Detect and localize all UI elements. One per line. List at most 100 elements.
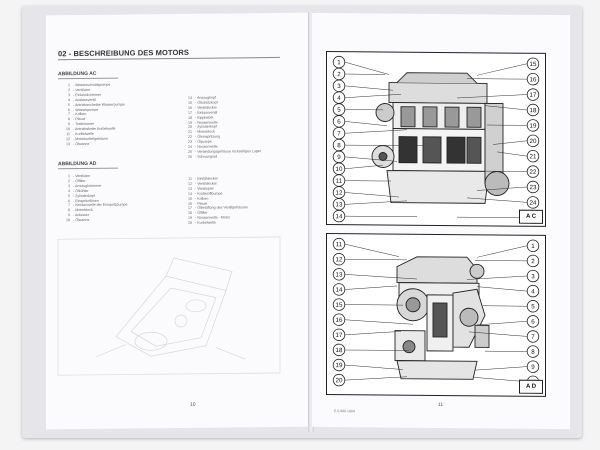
callout-circle <box>332 237 346 251</box>
callout-leader-line <box>468 331 528 337</box>
callout-circle <box>332 283 346 296</box>
callout-circle <box>526 150 540 163</box>
callout-number: 2 <box>337 71 341 78</box>
callout-leader-line <box>344 129 408 134</box>
callout-leader-line <box>345 304 403 306</box>
callout-circle <box>526 284 540 298</box>
callout-circle <box>526 360 540 373</box>
callout-number: 1 <box>531 243 535 250</box>
legend-item-number: 13 <box>66 142 70 147</box>
legend-item-text: - Kurbelwelle <box>195 220 216 225</box>
book-spine <box>308 12 314 432</box>
callout-circle <box>526 315 540 328</box>
callout-circle <box>526 103 540 117</box>
callout-leader-line <box>344 192 400 198</box>
callout-number: 9 <box>531 364 535 371</box>
callout-circle <box>332 373 346 387</box>
legend-item-text: - Verbindungsgehäuse rückseitiges Lager <box>195 149 262 154</box>
legend-item-text: - Einlassventil <box>195 110 218 115</box>
callout-number: 2 <box>531 258 535 265</box>
legend-item-text: - Pleuel <box>195 201 208 206</box>
callout-number: 7 <box>337 130 341 137</box>
callout-circle <box>526 345 540 358</box>
callout-number: 3 <box>531 273 535 280</box>
legend-item-text: - Kipphebel <box>195 115 214 120</box>
callout-leader-line <box>457 216 527 219</box>
legend-item-text: - Ölbelüftung des Ventilgehäuses <box>195 205 248 211</box>
callout-circle <box>332 268 346 281</box>
callout-number: 4 <box>531 288 535 295</box>
figure-ac-tag: A C <box>519 209 543 224</box>
callout-number: 8 <box>531 349 535 356</box>
legend-item-text: - Ölfilter <box>195 211 208 216</box>
legend-item-text: - Ölschlitzkopf <box>195 100 218 105</box>
legend-item-text: - Motorblock <box>73 208 93 213</box>
left-page: 02 - BESCHREIBUNG DES MOTORS ABBILDUNG A… <box>46 12 309 430</box>
figure-ac-label: ABBILDUNG AC <box>58 70 97 78</box>
legend-item-text: - Wasserumwälzpumpe <box>73 82 111 88</box>
legend-item-text: - Ölwanne <box>73 141 90 146</box>
callout-leader-line <box>344 121 388 127</box>
callout-circle <box>526 57 540 71</box>
legend-item-text: - Antriebsscheibe Wasserpumpe <box>73 102 125 107</box>
legend-item: 10- Ölwanne <box>56 218 128 224</box>
legend-item-text: - Ölpumpe <box>195 139 212 144</box>
callout-circle <box>526 119 540 132</box>
legend-item-text: - Kurbelwelle <box>73 131 94 137</box>
section-heading: 02 - BESCHREIBUNG DES MOTORS <box>58 47 190 59</box>
legend-item-text: - Kraftstoffpumpe <box>195 191 223 196</box>
callout-leader-line <box>344 200 408 205</box>
legend-item-text: - Treibriemen <box>73 122 95 127</box>
callout-number: 16 <box>530 76 537 83</box>
open-manual: 02 - BESCHREIBUNG DES MOTORS ABBILDUNG A… <box>22 6 582 438</box>
engine-cross-section-ac: 1234567891011121314151617181920212223242… <box>332 55 540 225</box>
callout-leader-line <box>466 275 528 280</box>
callout-number: 20 <box>530 138 537 145</box>
callout-leader-line <box>466 197 528 203</box>
figure-ac-box: 1234567891011121314151617181920212223242… <box>326 50 546 227</box>
callout-circle <box>526 239 540 253</box>
callout-number: 17 <box>336 332 343 339</box>
callout-number: 10 <box>336 166 343 173</box>
callout-leader-line <box>344 243 400 257</box>
callout-circle <box>526 254 540 268</box>
callout-circle <box>526 300 540 313</box>
callout-leader-line <box>344 274 418 280</box>
figure-ad-box: 1112131415161718192012345678910 A D <box>326 232 546 397</box>
legend-item-text: - Ölwanne <box>73 218 90 223</box>
callout-number: 21 <box>530 153 537 160</box>
callout-number: 17 <box>530 92 537 99</box>
callout-number: 5 <box>531 303 535 310</box>
callout-leader-line <box>472 377 528 382</box>
legend-item-text: - Ventilator <box>73 87 91 93</box>
legend-item-text: - Pleuel <box>73 117 86 122</box>
legend-item-text: - Antriebskette Kurbelwelle <box>73 126 116 132</box>
callout-number: 15 <box>530 61 537 68</box>
figure-ad-tag: A D <box>519 379 543 394</box>
callout-leader-line <box>467 78 527 80</box>
callout-number: 8 <box>337 142 341 149</box>
callout-circle <box>332 328 346 341</box>
callout-number: 1 <box>337 59 341 66</box>
legend-item-text: - Kolben <box>73 112 87 117</box>
callout-leader-line <box>476 321 528 326</box>
legend-item-text: - Motorkurbelgehäuse <box>73 136 108 142</box>
legend-item-text: - Ansaugkopf <box>195 95 216 100</box>
callout-leader-line <box>344 331 402 336</box>
callout-leader-line <box>476 286 528 292</box>
legend-item-text: - Nockenwelle <box>195 144 218 149</box>
legend-item-text: - Nockenwelle - Motor <box>195 215 230 221</box>
callout-circle <box>332 298 346 311</box>
callout-number: 19 <box>336 362 343 369</box>
callout-leader-line <box>474 366 528 371</box>
legend-item-text: - Ölkühler <box>73 188 89 193</box>
callout-circle <box>526 73 540 86</box>
callout-leader-line <box>492 140 528 145</box>
callout-leader-line <box>476 245 528 258</box>
callout-number: 15 <box>336 302 343 309</box>
callout-number: 7 <box>531 334 535 341</box>
callout-circle <box>332 209 346 223</box>
